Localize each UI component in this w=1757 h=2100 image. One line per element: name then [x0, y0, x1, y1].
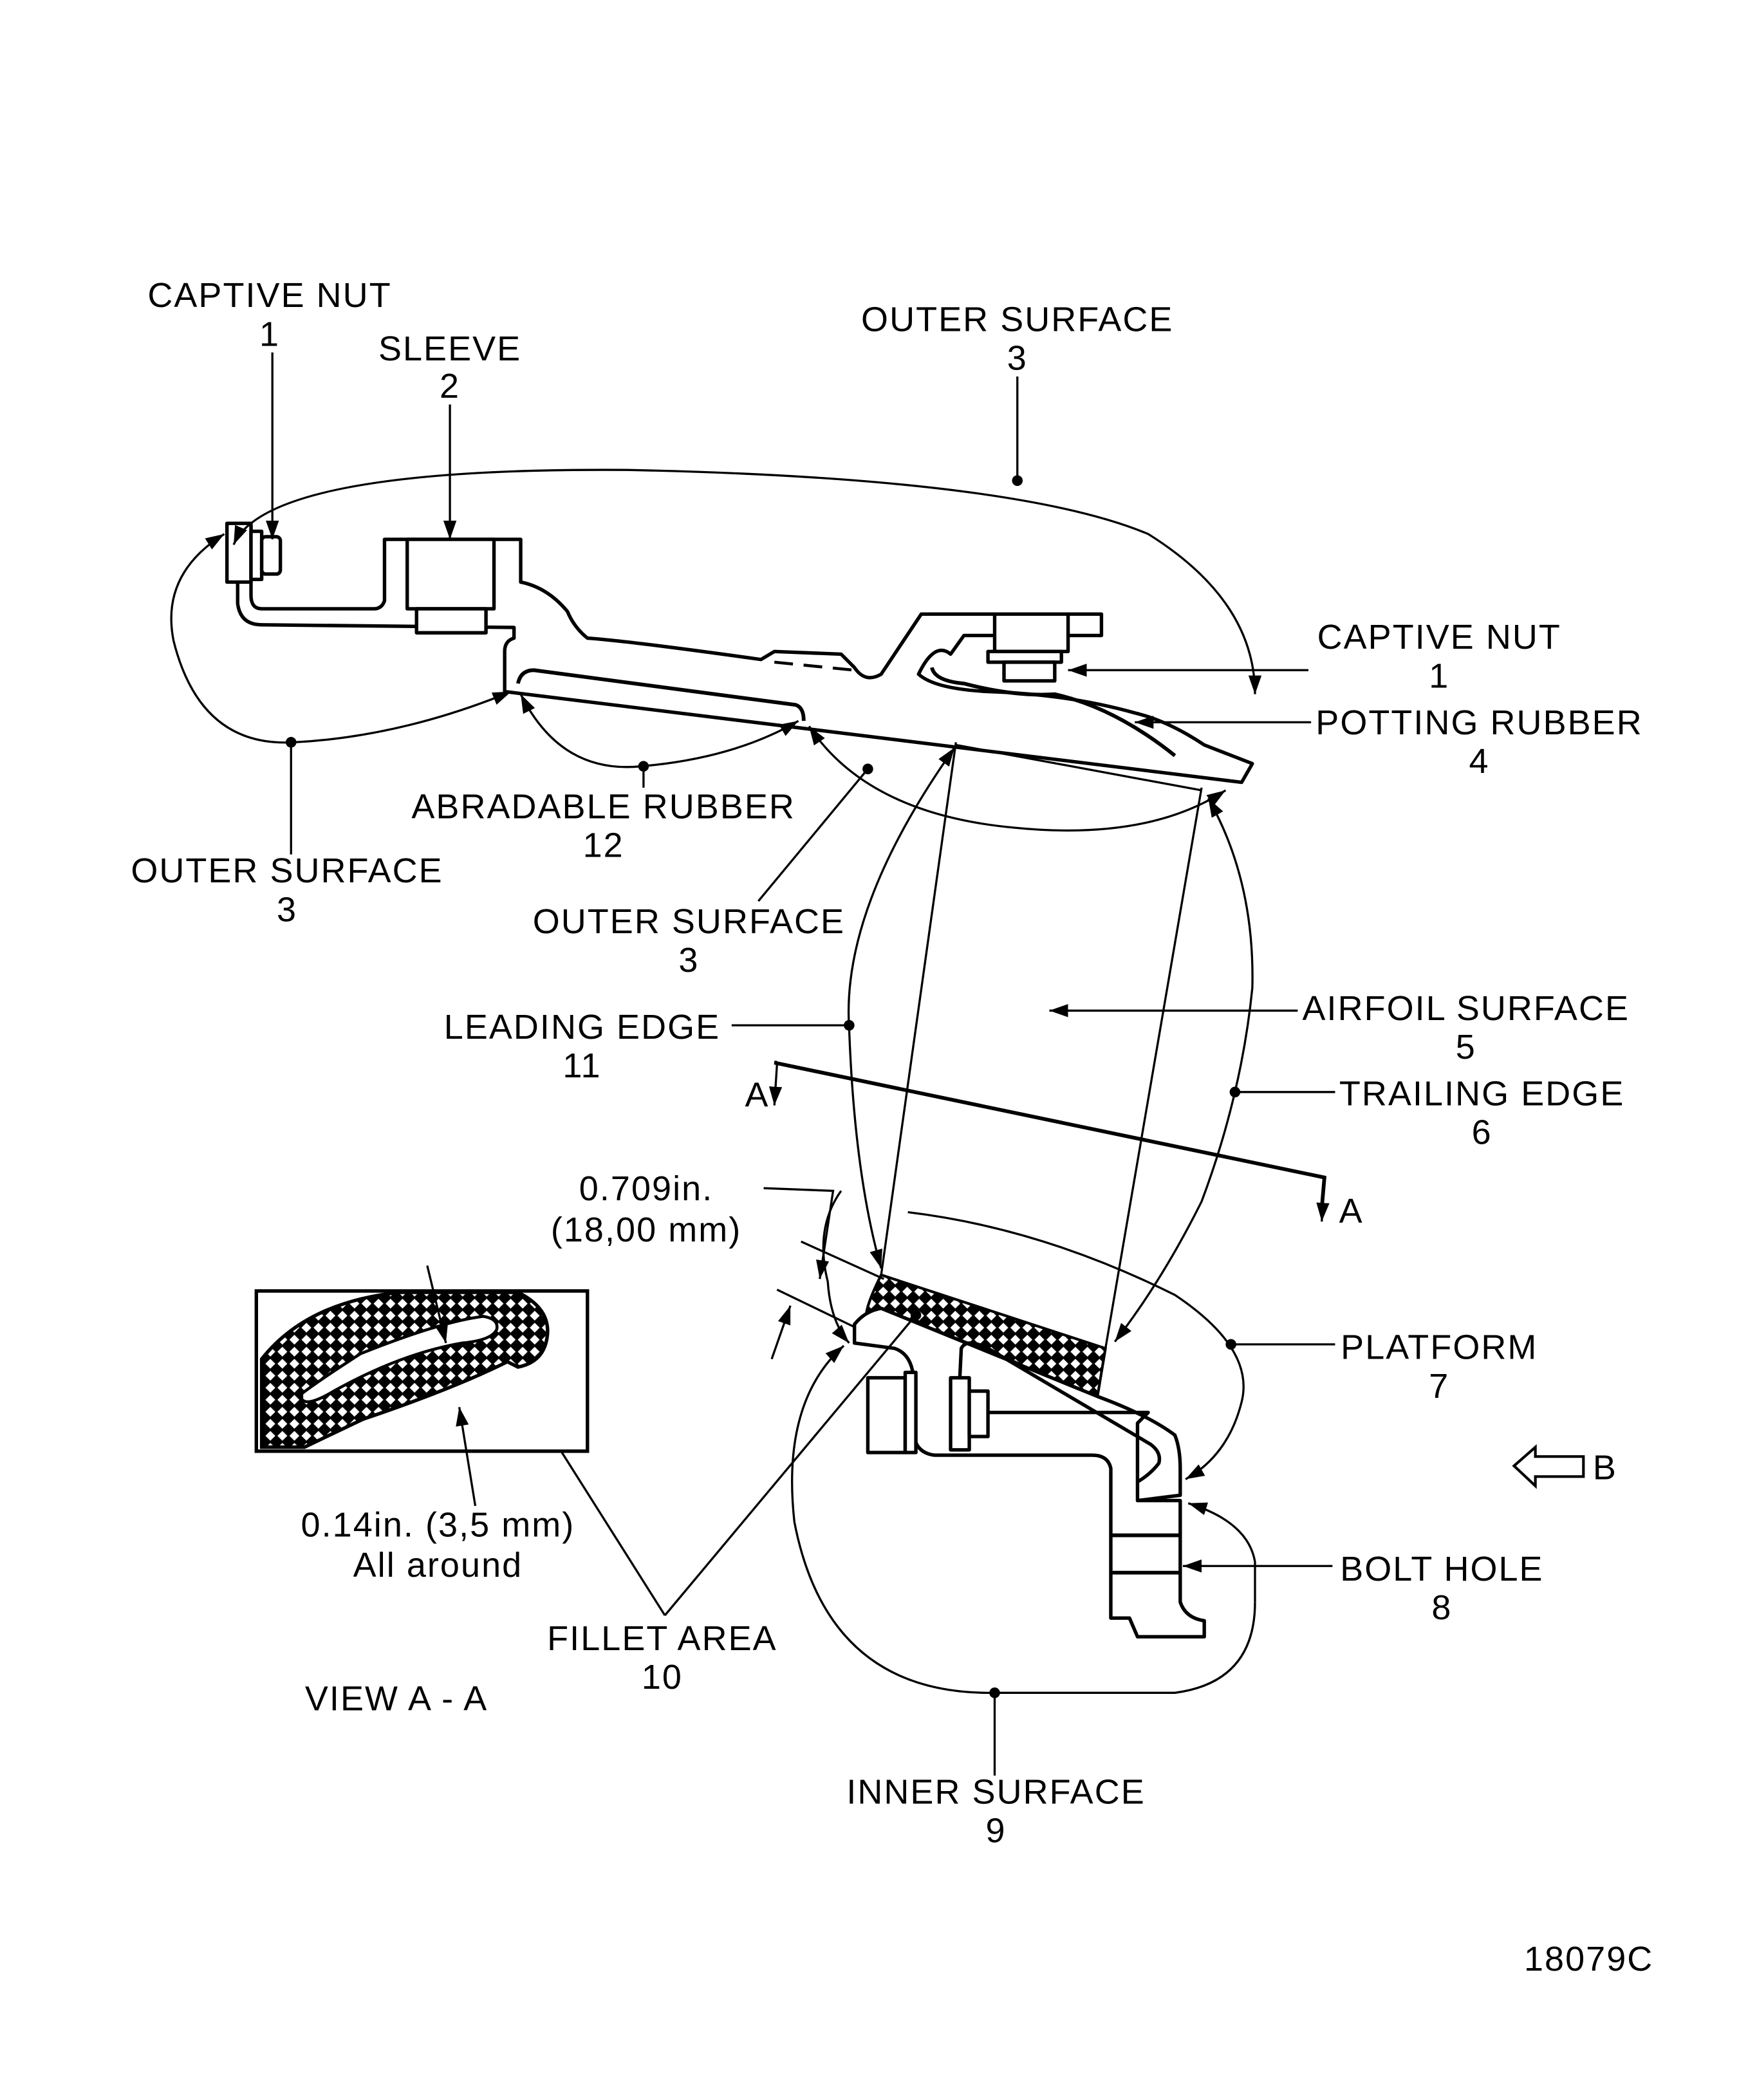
labels: CAPTIVE NUT 1 SLEEVE 2 OUTER SURFACE 3 C… — [131, 276, 1653, 1978]
callout-label: CAPTIVE NUT — [147, 276, 391, 315]
outer-surface-mid-dot — [862, 763, 873, 775]
inner-surface-loop — [791, 1344, 1256, 1694]
fillet-left-loop — [822, 1190, 850, 1344]
section-dim-arrow-bottom — [456, 1407, 477, 1507]
platform-loop — [907, 1211, 1245, 1480]
captive-nut-left-stud — [259, 535, 283, 576]
callout-label: OUTER SURFACE — [533, 902, 845, 941]
section-arrow-right — [1316, 1177, 1330, 1222]
inner-nut-left-washer — [903, 1370, 918, 1454]
fillet-dot-main — [910, 1309, 922, 1321]
callout-number: 4 — [1469, 742, 1489, 781]
outer-surface-left-loop — [170, 533, 512, 744]
callout-label: CAPTIVE NUT — [1317, 618, 1561, 656]
dim-arrow-lower — [770, 1305, 792, 1360]
inner-nut-left-body — [866, 1376, 907, 1454]
section-marker-left: A — [745, 1076, 770, 1115]
outer-shroud — [225, 521, 1254, 785]
airfoil-leading-edge-line — [880, 742, 957, 1276]
platform-body — [852, 1306, 1206, 1639]
view-a-a-label: VIEW A - A — [305, 1679, 488, 1718]
dim-ext-lower — [776, 1288, 855, 1328]
figure-id: 18079C — [1524, 1940, 1653, 1978]
dimension-mm: (18,00 mm) — [551, 1211, 741, 1249]
callout-number: 3 — [1007, 339, 1028, 378]
callout-label: OUTER SURFACE — [131, 851, 443, 890]
section-dim-arrow-top — [426, 1265, 448, 1344]
callout-label: SLEEVE — [378, 330, 521, 368]
inner-nut-right-stud — [967, 1389, 990, 1438]
captive-nut-right-body — [992, 612, 1070, 653]
sleeve-body — [405, 537, 496, 611]
callout-label: ABRADABLE RUBBER — [411, 788, 795, 826]
captive-nut-right-stud — [1002, 660, 1057, 683]
airfoil-trailing-edge-line — [1104, 787, 1203, 1349]
callout-label: POTTING RUBBER — [1315, 703, 1642, 742]
callout-number: 6 — [1472, 1113, 1492, 1152]
outer-surface-mid-leader — [758, 768, 869, 902]
callout-number: 8 — [1431, 1588, 1452, 1627]
section-marker-right: A — [1339, 1192, 1364, 1231]
callout-label: TRAILING EDGE — [1339, 1075, 1624, 1113]
callout-number: 7 — [1429, 1367, 1449, 1406]
dimension-inches: 0.709in. — [579, 1169, 713, 1208]
inner-surface-dot — [989, 1687, 1000, 1698]
leading-edge-dot — [844, 1019, 855, 1031]
outer-surface-left-dot — [285, 737, 297, 748]
trailing-edge-loop — [1113, 797, 1254, 1343]
callout-number: 5 — [1456, 1028, 1476, 1066]
section-profile-core — [300, 1315, 499, 1404]
inner-platform — [852, 1306, 1206, 1639]
callout-number: 10 — [642, 1658, 683, 1696]
callout-label: AIRFOIL SURFACE — [1303, 989, 1630, 1028]
view-a-a-inset — [254, 1265, 590, 1507]
section-arrow-left — [768, 1064, 783, 1106]
fillet-leader-a — [664, 1314, 917, 1617]
inner-nut-right-body — [949, 1376, 971, 1452]
callout-number: 12 — [583, 826, 624, 865]
callout-number: 3 — [277, 890, 297, 929]
callout-number: 9 — [986, 1812, 1007, 1850]
callout-label: BOLT HOLE — [1340, 1550, 1543, 1588]
dim-leader — [763, 1187, 835, 1279]
leader-lines — [170, 352, 1335, 1776]
captive-nut-left-body — [225, 521, 253, 584]
view-b-label: B — [1593, 1448, 1617, 1487]
dim-ext-upper — [800, 1240, 884, 1280]
sleeve-lower — [414, 607, 488, 635]
section-dimension: 0.14in. (3,5 mm) — [301, 1506, 575, 1545]
outer-shroud-body — [236, 524, 1254, 785]
trailing-edge-dot — [1229, 1086, 1241, 1098]
view-b-arrow-icon — [1512, 1444, 1585, 1489]
callout-number: 1 — [259, 315, 280, 353]
callout-label: FILLET AREA — [547, 1619, 777, 1658]
callout-number: 2 — [440, 367, 460, 405]
callout-label: INNER SURFACE — [846, 1772, 1145, 1811]
bolt-hole-loop — [1187, 1502, 1256, 1603]
airfoil — [864, 742, 1203, 1398]
callout-label: OUTER SURFACE — [861, 300, 1173, 339]
section-dimension-note: All around — [353, 1546, 523, 1584]
abradable-rubber-dot — [638, 761, 649, 772]
section-cut-line — [768, 1061, 1330, 1222]
leading-edge-loop — [847, 747, 956, 1269]
callout-label: PLATFORM — [1341, 1328, 1538, 1367]
callout-number: 11 — [562, 1046, 601, 1085]
outer-surface-top-loop — [232, 469, 1262, 694]
callout-number: 3 — [678, 941, 699, 980]
outer-surface-top-dot — [1012, 475, 1023, 487]
callout-label: LEADING EDGE — [444, 1008, 720, 1046]
platform-dot — [1225, 1339, 1236, 1350]
callout-number: 1 — [1429, 656, 1449, 695]
